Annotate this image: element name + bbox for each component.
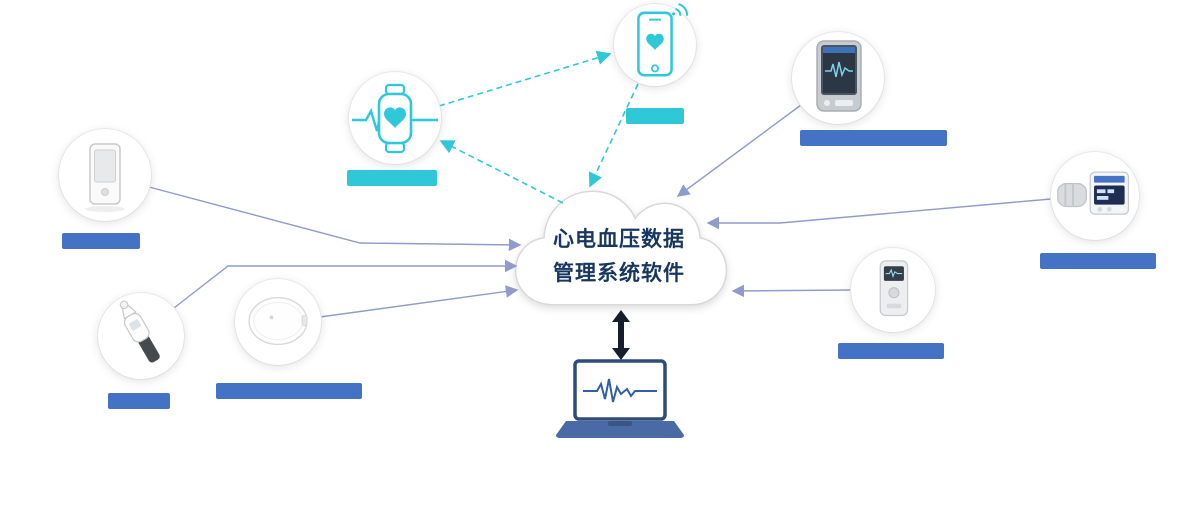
device-bp-monitor bbox=[1051, 152, 1139, 240]
edge-phone-to-cloud bbox=[588, 83, 639, 188]
smartwatch-icon bbox=[352, 83, 438, 154]
edge-patch-to-cloud bbox=[319, 285, 519, 318]
label-smartwatch bbox=[347, 170, 437, 186]
edge-cloud-to-watch bbox=[439, 140, 564, 204]
edge-holter-to-cloud bbox=[731, 284, 852, 298]
bp-monitor-icon bbox=[1057, 171, 1130, 215]
label-bp-monitor bbox=[1040, 253, 1156, 269]
device-handheld bbox=[59, 129, 151, 221]
ear-thermometer-icon bbox=[119, 300, 160, 363]
edge-bp-to-cloud bbox=[706, 198, 1052, 230]
label-handheld bbox=[62, 233, 140, 249]
device-ear-thermometer bbox=[98, 293, 184, 379]
cloud-shape bbox=[514, 190, 728, 306]
label-holter-recorder bbox=[838, 343, 944, 359]
patch-sensor-icon bbox=[248, 297, 308, 346]
device-patch-sensor bbox=[235, 279, 321, 365]
label-ear-thermometer bbox=[108, 393, 170, 409]
device-ecg-monitor bbox=[792, 32, 884, 124]
cloud-title-line1: 心电血压数据 bbox=[553, 227, 685, 251]
smartphone-icon bbox=[637, 3, 689, 77]
device-smartphone bbox=[614, 3, 696, 86]
device-smartwatch bbox=[349, 72, 441, 164]
label-patch-sensor bbox=[216, 383, 362, 399]
cloud-title-line2: 管理系统软件 bbox=[553, 261, 685, 285]
cloud-title: 心电血压数据 管理系统软件 bbox=[505, 222, 733, 290]
handheld-device-icon bbox=[85, 143, 125, 212]
edge-watch-to-phone bbox=[438, 50, 612, 107]
label-smartphone bbox=[626, 108, 684, 124]
label-ecg-monitor bbox=[800, 130, 947, 146]
holter-recorder-icon bbox=[879, 260, 909, 317]
edge-monitor-to-cloud bbox=[676, 104, 802, 197]
edge-cloud-to-pc bbox=[612, 310, 630, 360]
device-pc-software bbox=[550, 358, 690, 450]
edge-handheld-to-cloud bbox=[148, 186, 522, 252]
laptop-icon bbox=[556, 359, 684, 438]
device-holter-recorder bbox=[851, 248, 935, 332]
ecg-monitor-icon bbox=[816, 40, 862, 112]
edge-ear-to-cloud bbox=[173, 259, 518, 309]
